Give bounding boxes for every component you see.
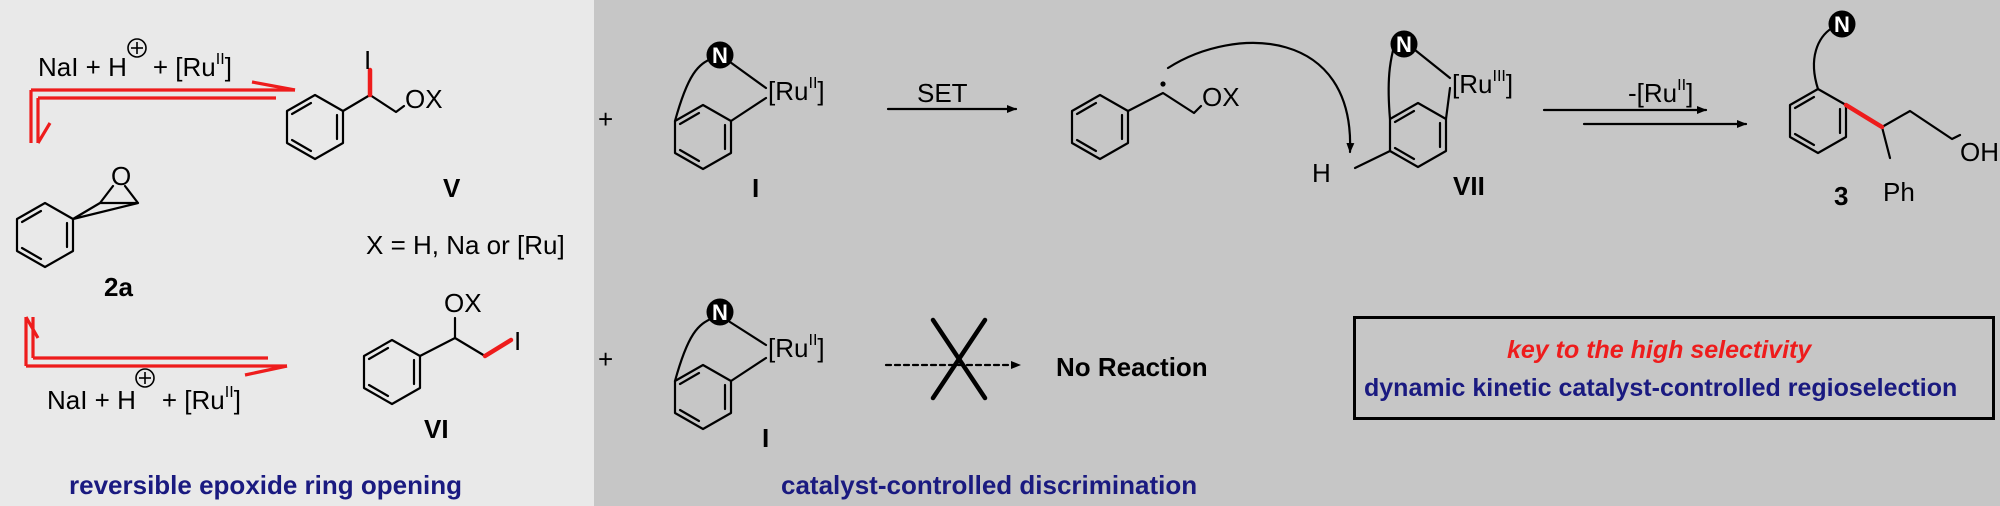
cross-mark [930,317,988,401]
equilibrium-arrows-top [29,80,296,144]
left-caption: reversible epoxide ring opening [69,470,462,500]
x-definition: X = H, Na or [Ru] [366,230,565,260]
n-atom-catalyst-top: N [706,41,734,69]
oh-group-product: OH [1960,137,1999,167]
radical-chain [1126,91,1203,115]
compound-label-2a: 2a [104,272,133,302]
compound-label-V: V [443,173,461,203]
proton-charge-bottom [135,368,155,388]
n-atom-product: N [1828,10,1856,38]
ox-group-radical: OX [1202,82,1240,112]
key-box-line-1: key to the high selectivity [1507,336,1812,364]
ox-group-V: OX [405,84,443,114]
compound-label-I-bottom: I [762,423,770,453]
reagents-top: NaI + H+ [RuII] [38,49,232,82]
iodine-VI: I [514,326,522,356]
compound-label-I-top: I [752,173,760,203]
chain-V [341,93,406,114]
svg-text:N: N [1834,12,1850,37]
svg-text:N: N [712,300,728,325]
radical-attack-arrow [1166,42,1355,154]
n-atom-catalyst-bottom: N [706,298,734,326]
ru-label-intermediate: [RuIII] [1452,66,1514,99]
plus-sign-bottom: + [598,344,614,374]
ru-label-catalyst-top: [RuII] [768,73,825,106]
product-3 [1788,26,1962,160]
compound-label-3: 3 [1834,181,1849,211]
intermediate-VII [1353,44,1452,170]
compound-label-VI: VI [424,414,449,444]
right-caption: catalyst-controlled discrimination [781,470,1198,500]
key-box-line-2: dynamic kinetic catalyst-controlled regi… [1364,374,1958,402]
proton-charge-top [127,38,147,58]
key-box [1353,316,1995,420]
left-panel [0,0,594,506]
catalyst-I-top [673,56,768,171]
svg-text:N: N [712,43,728,68]
svg-text:N: N [1396,32,1412,57]
equilibrium-arrows-bottom [24,316,288,377]
epoxide-ring [71,184,140,221]
n-atom-intermediate: N [1390,30,1418,58]
compound-label-VII: VII [1453,171,1485,201]
ru-release-label: -[RuII] [1628,75,1694,108]
phenyl-group-product: Ph [1883,177,1915,207]
set-label: SET [917,78,968,108]
new-c-c-bond [1843,102,1885,130]
c-i-bond-VI [482,337,514,359]
epoxide-oxygen: O [111,161,132,191]
chain-VI [418,316,487,358]
ru-label-catalyst-bottom: [RuII] [768,330,825,363]
no-reaction-label: No Reaction [1056,352,1208,382]
plus-sign-top: + [598,104,614,134]
reagents-bottom: NaI + H+ [RuII] [47,382,241,415]
ox-group-VI: OX [444,288,482,318]
radical-dot [1160,81,1166,87]
h-atom-intermediate: H [1312,158,1331,188]
right-panel [594,0,2000,506]
iodine-V: I [364,45,372,75]
catalyst-I-bottom [673,316,768,431]
